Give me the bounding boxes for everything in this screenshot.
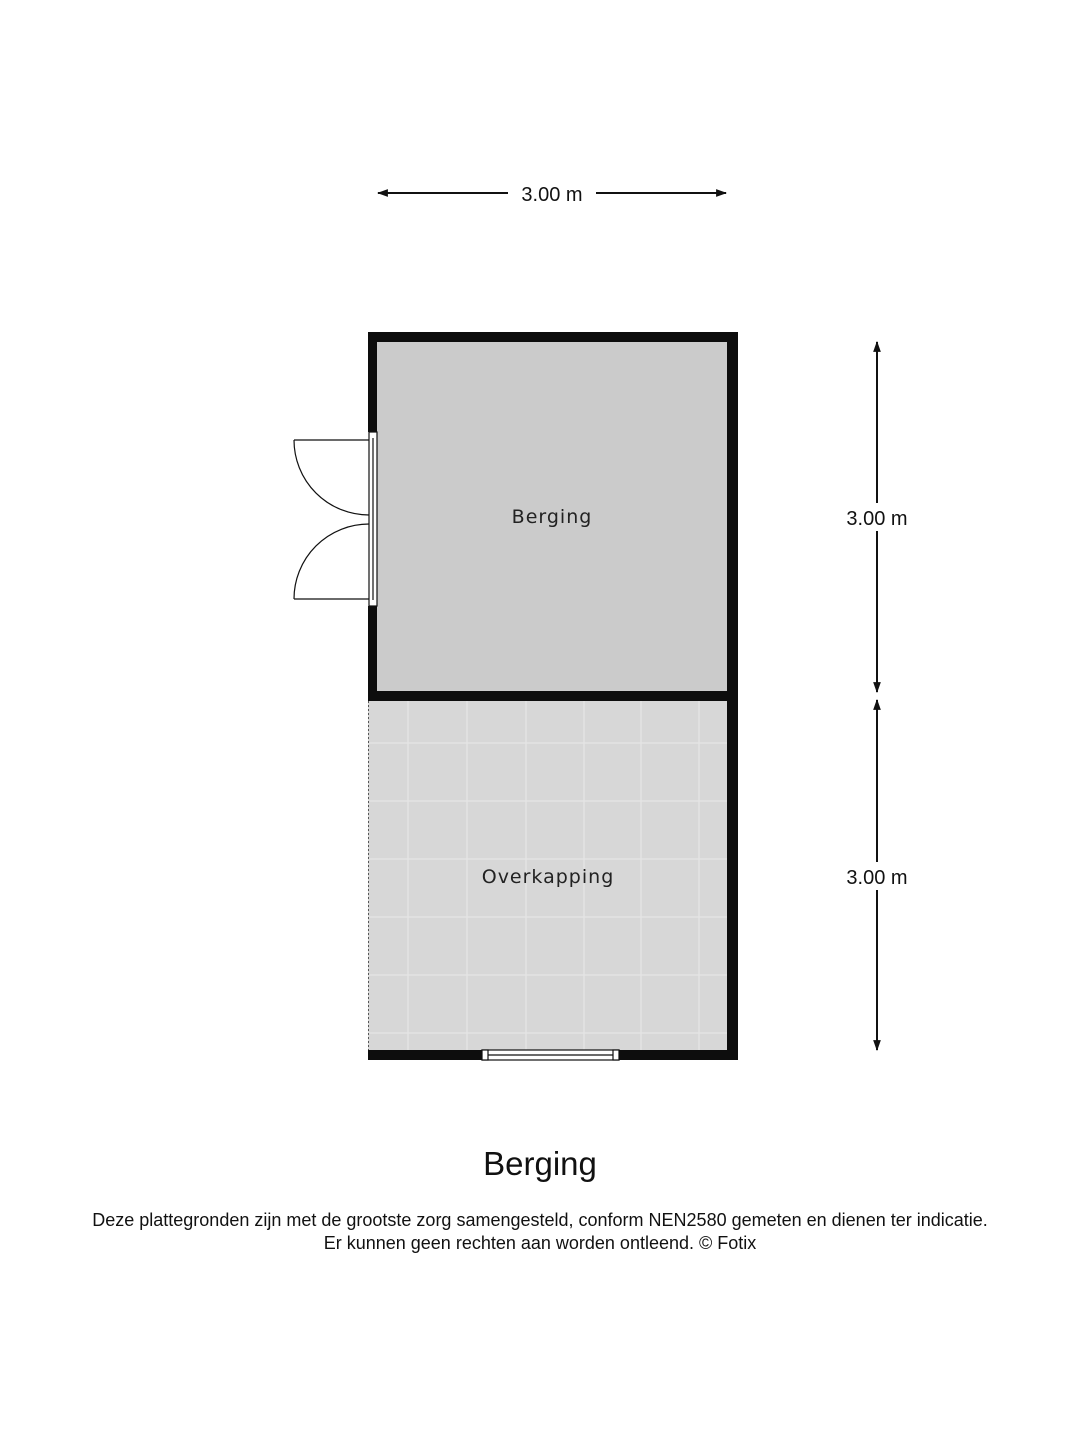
room-label-overkapping: Overkapping bbox=[482, 866, 615, 888]
dimension-right-upper: 3.00 m bbox=[846, 340, 908, 694]
dimension-right-upper-label: 3.00 m bbox=[846, 508, 907, 530]
disclaimer-line-1: Deze plattegronden zijn met de grootste … bbox=[92, 1210, 988, 1230]
dimension-top-width-label: 3.00 m bbox=[521, 184, 582, 206]
dimension-right-lower: 3.00 m bbox=[846, 698, 908, 1052]
room-label-berging: Berging bbox=[512, 506, 593, 528]
berging-floor bbox=[377, 342, 727, 691]
plan-title: Berging bbox=[483, 1145, 597, 1182]
overkapping-floor bbox=[368, 701, 728, 1050]
dimension-right-lower-label: 3.00 m bbox=[846, 867, 907, 889]
walls bbox=[368, 332, 738, 1060]
dimension-top-width: 3.00 m bbox=[376, 184, 728, 206]
disclaimer-line-2: Er kunnen geen rechten aan worden ontlee… bbox=[323, 1233, 757, 1253]
double-door bbox=[293, 431, 378, 607]
disclaimer: Deze plattegronden zijn met de grootste … bbox=[0, 1209, 1080, 1255]
bottom-window bbox=[481, 1049, 620, 1061]
